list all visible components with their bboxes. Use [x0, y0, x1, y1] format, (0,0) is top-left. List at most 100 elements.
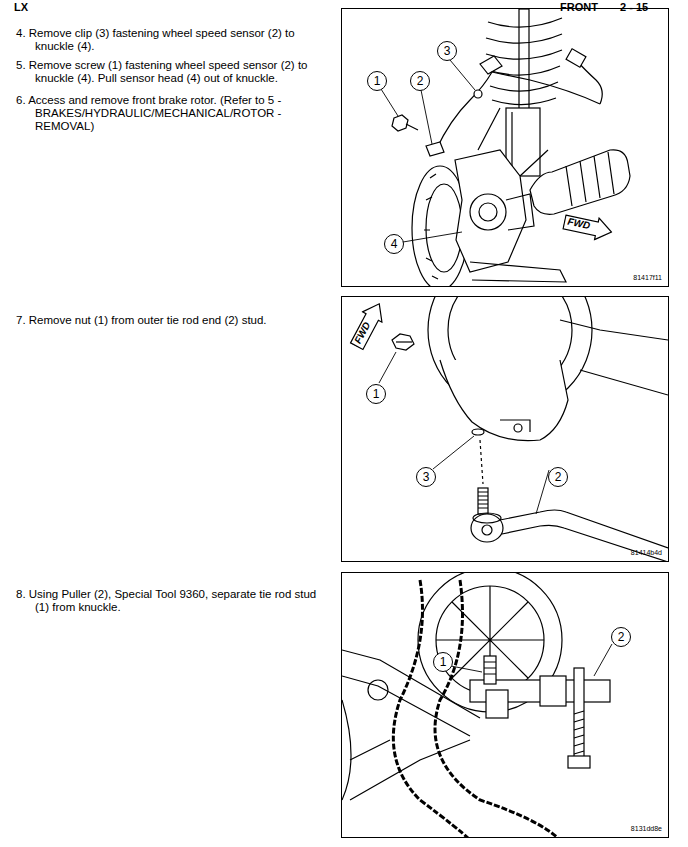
callout-number: 1 — [373, 388, 380, 400]
callout-number: 3 — [416, 467, 436, 487]
puller-illustration — [435, 580, 560, 837]
leader-line — [451, 666, 482, 672]
leader-line — [381, 89, 398, 116]
puller-illustration — [342, 650, 480, 736]
puller-illustration — [484, 662, 496, 674]
callout-number: 2 — [555, 471, 562, 483]
knuckle-illustration — [492, 98, 556, 105]
tie-rod-illustration — [392, 297, 668, 561]
knuckle-illustration — [455, 150, 526, 272]
tie-rod-illustration — [478, 488, 488, 514]
knuckle-illustration — [578, 62, 602, 104]
leader-line — [433, 436, 474, 469]
callout-number: 2 — [611, 627, 631, 647]
knuckle-illustration — [486, 50, 562, 59]
forward-arrow: FWD — [561, 210, 615, 244]
knuckle-illustration — [392, 115, 408, 131]
knuckle-illustration — [470, 262, 566, 282]
leader-line — [451, 644, 612, 676]
tie-rod-illustration — [514, 424, 522, 432]
callout-number: 3 — [437, 41, 457, 61]
puller-illustration — [342, 573, 610, 837]
leader-line — [379, 352, 549, 514]
knuckle-illustration — [511, 112, 512, 172]
tie-rod-illustration — [480, 440, 483, 484]
knuckle-illustration — [490, 82, 558, 91]
procedure-step: 7. Remove nut (1) from outer tie rod end… — [16, 314, 333, 327]
tie-rod-illustration — [500, 510, 668, 561]
figure-code: 81417f11 — [633, 274, 662, 282]
tie-rod-illustration — [471, 514, 503, 542]
tie-rod-illustration — [440, 360, 568, 441]
knuckle-illustration — [566, 49, 586, 67]
tie-rod-illustration — [478, 492, 488, 508]
arrow-outline — [562, 211, 614, 242]
callout-number: 1 — [366, 384, 386, 404]
figure-panel: 81417f11 1 2 3 4 FWD — [341, 8, 669, 287]
puller-illustration — [486, 690, 508, 718]
puller-illustration — [342, 700, 351, 800]
callout-number: 2 — [548, 467, 568, 487]
procedure-step: 8. Using Puller (2), Special Tool 9360, … — [16, 588, 333, 614]
callout-number: 2 — [410, 71, 430, 91]
knuckle-illustration — [424, 174, 438, 279]
puller-illustration — [484, 656, 496, 684]
leader-line — [403, 232, 462, 242]
knuckle-illustration — [486, 34, 562, 43]
callout-number: 2 — [618, 631, 625, 643]
knuckle-illustration — [488, 18, 562, 27]
knuckle-illustration — [406, 124, 418, 130]
knuckle-illustration — [480, 56, 502, 74]
knuckle-illustration — [470, 194, 506, 230]
tie-rod-illustration — [500, 420, 530, 432]
puller-illustration — [568, 756, 590, 768]
puller-illustration — [574, 711, 584, 754]
callout-number: 4 — [391, 238, 398, 250]
tie-rod-illustration — [560, 320, 668, 395]
puller-illustration — [350, 740, 470, 800]
callout-number: 1 — [433, 652, 453, 672]
callout-number: 1 — [374, 75, 381, 87]
procedure-step: 4. Remove clip (3) fastening wheel speed… — [16, 27, 333, 53]
tie-rod-illustration — [473, 513, 501, 523]
figure-code: 81414b4d — [631, 549, 662, 557]
procedure-step: 5. Remove screw (1) fastening wheel spee… — [16, 59, 333, 85]
puller-illustration — [368, 680, 388, 700]
tie-rod-illustration — [392, 334, 414, 350]
knuckle-illustration — [566, 152, 614, 206]
callout-number: 1 — [440, 656, 447, 668]
page-header: FRONT — [560, 1, 610, 13]
leader-line — [450, 60, 475, 90]
knuckle-illustration — [479, 203, 497, 221]
procedure-step: 6. Access and remove front brake rotor. … — [16, 94, 333, 133]
figure-panel: 81414b4d FWD 1 3 2 — [341, 296, 669, 562]
knuckle-illustration — [506, 194, 534, 230]
tie-rod-illustration — [482, 525, 492, 535]
callout-number: 4 — [384, 234, 404, 254]
callout-number: 3 — [444, 45, 451, 57]
leader-line — [381, 60, 475, 242]
figure-panel: 8131dd8e 1 2 — [341, 572, 669, 838]
arrow-outline — [347, 299, 389, 352]
leader-line — [379, 352, 396, 383]
knuckle-illustration — [478, 108, 548, 176]
tie-rod-illustration — [472, 429, 484, 435]
puller-illustration — [540, 676, 566, 706]
knuckle-illustration — [474, 90, 482, 98]
knuckle-illustration — [436, 72, 600, 150]
callout-number: 1 — [367, 71, 387, 91]
figure-code: 8131dd8e — [631, 825, 662, 833]
leader-line — [421, 90, 432, 144]
forward-arrow: FWD — [346, 297, 391, 352]
page-header: LX — [14, 1, 54, 13]
puller-illustration — [574, 668, 584, 762]
puller-illustration — [393, 580, 470, 837]
page-number: 2 - 15 — [620, 1, 670, 13]
knuckle-illustration — [392, 9, 630, 286]
knuckle-illustration — [426, 142, 444, 156]
knuckle-illustration — [530, 150, 630, 215]
callout-number: 3 — [423, 471, 430, 483]
leader-line — [594, 644, 612, 676]
